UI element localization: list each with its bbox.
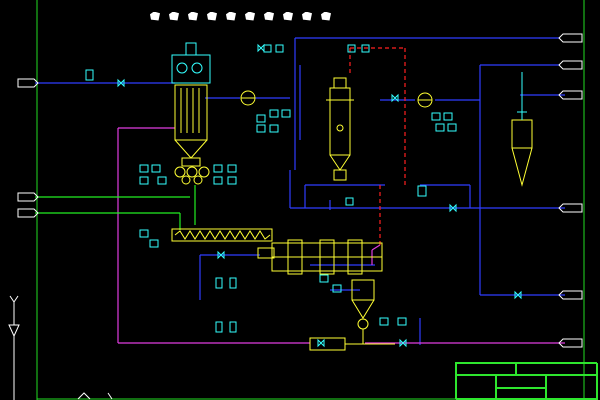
screw-conveyor bbox=[171, 228, 273, 242]
rotary-valves bbox=[174, 166, 210, 185]
bag-filter bbox=[171, 42, 211, 167]
title-glyph bbox=[245, 11, 255, 21]
furnace bbox=[326, 77, 354, 181]
right-tag-2 bbox=[558, 60, 583, 70]
separator-cyclone bbox=[511, 72, 533, 187]
title-glyph bbox=[150, 11, 160, 21]
title-glyph bbox=[207, 11, 217, 21]
green-lines bbox=[35, 185, 196, 230]
title-glyph bbox=[169, 11, 179, 21]
cyclone-hopper bbox=[309, 279, 395, 351]
right-tag-5 bbox=[558, 290, 583, 300]
right-tag-6 bbox=[558, 338, 583, 348]
left-tag-2 bbox=[17, 192, 39, 202]
title-block-cell bbox=[456, 363, 516, 375]
bottom-marks bbox=[77, 392, 113, 400]
valves bbox=[117, 43, 522, 348]
right-tag-4 bbox=[558, 203, 583, 213]
instrument-clusters bbox=[85, 44, 457, 333]
title-block-cell bbox=[496, 388, 546, 400]
title-block-cell bbox=[456, 375, 496, 400]
title-glyph bbox=[283, 11, 293, 21]
fan-left bbox=[240, 90, 256, 106]
title-glyph bbox=[226, 11, 236, 21]
fan-right bbox=[417, 92, 433, 108]
title-glyph bbox=[321, 11, 331, 21]
title-block-cell bbox=[516, 363, 598, 375]
left-tag-1 bbox=[17, 78, 39, 88]
red-dashed-lines bbox=[349, 47, 406, 245]
title-block-cell bbox=[546, 375, 598, 400]
right-tag-3 bbox=[558, 90, 583, 100]
title-glyph bbox=[188, 11, 198, 21]
title-block bbox=[455, 362, 598, 400]
rotary-dryer bbox=[257, 239, 383, 275]
datum-symbol bbox=[8, 295, 20, 400]
left-tag-3 bbox=[17, 208, 39, 218]
title-block-cell bbox=[496, 375, 546, 388]
left-line-tags bbox=[17, 78, 39, 218]
title-glyph bbox=[264, 11, 274, 21]
magenta-lines bbox=[117, 127, 565, 344]
right-tag-1 bbox=[558, 33, 583, 43]
drawing-title bbox=[150, 8, 410, 24]
title-glyph bbox=[302, 11, 312, 21]
right-line-tags bbox=[558, 33, 583, 348]
blue-process-lines bbox=[35, 37, 565, 345]
